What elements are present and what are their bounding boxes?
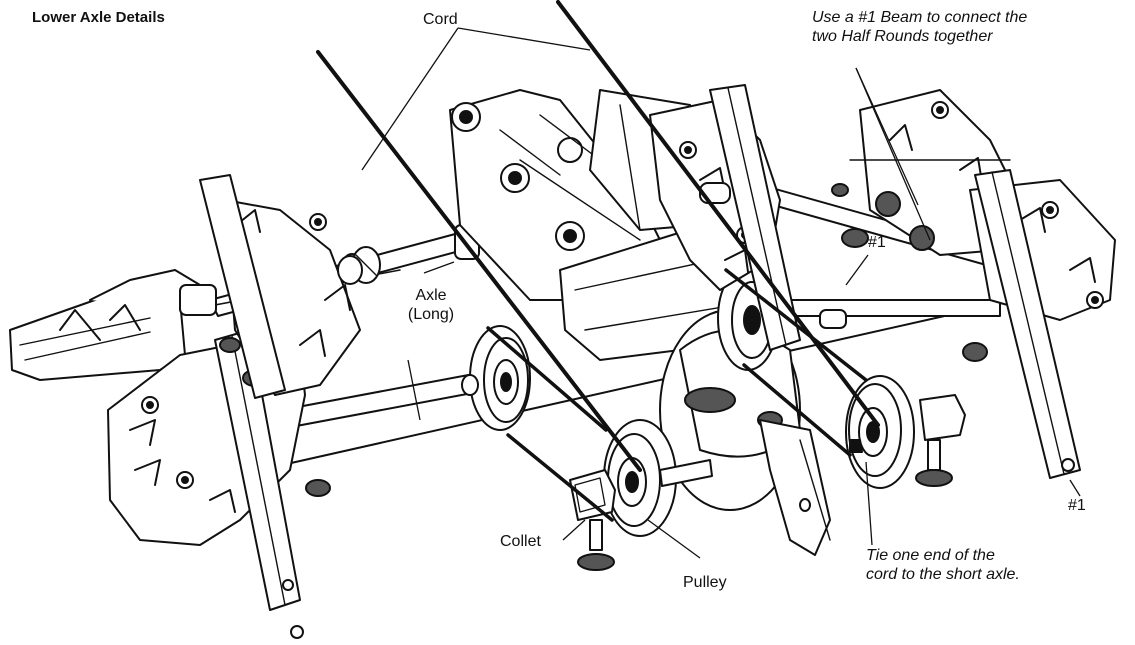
diagram-title: Lower Axle Details — [32, 9, 165, 26]
center-knobs — [831, 183, 935, 251]
cords — [316, 0, 880, 522]
collet-label: Collet — [500, 533, 541, 550]
leader-lines — [361, 27, 1081, 559]
tie-note-line1: Tie one end of the — [866, 547, 995, 564]
axle-line1: Axle — [415, 287, 447, 304]
axle-long-label: Axle (Long) — [390, 286, 472, 324]
front-collet — [569, 469, 616, 571]
tie-note-line2: cord to the short axle. — [866, 566, 1020, 583]
pulley-label: Pulley — [683, 574, 727, 591]
beam-note: Use a #1 Beam to connect the two Half Ro… — [812, 8, 1027, 46]
right-pulley — [845, 375, 915, 489]
tie-note: Tie one end of the cord to the short axl… — [866, 546, 1020, 584]
beam-note-line1: Use a #1 Beam to connect the — [812, 9, 1028, 26]
beam-tag-right: #1 — [1068, 497, 1086, 514]
beam-tag-center: #1 — [868, 234, 886, 251]
cord-label: Cord — [423, 11, 458, 28]
right-far-half-round — [849, 89, 1116, 479]
right-collet — [915, 394, 966, 487]
beam-note-line2: two Half Rounds together — [812, 28, 993, 45]
axle-line2: (Long) — [407, 306, 455, 323]
left-pulley — [469, 325, 531, 431]
